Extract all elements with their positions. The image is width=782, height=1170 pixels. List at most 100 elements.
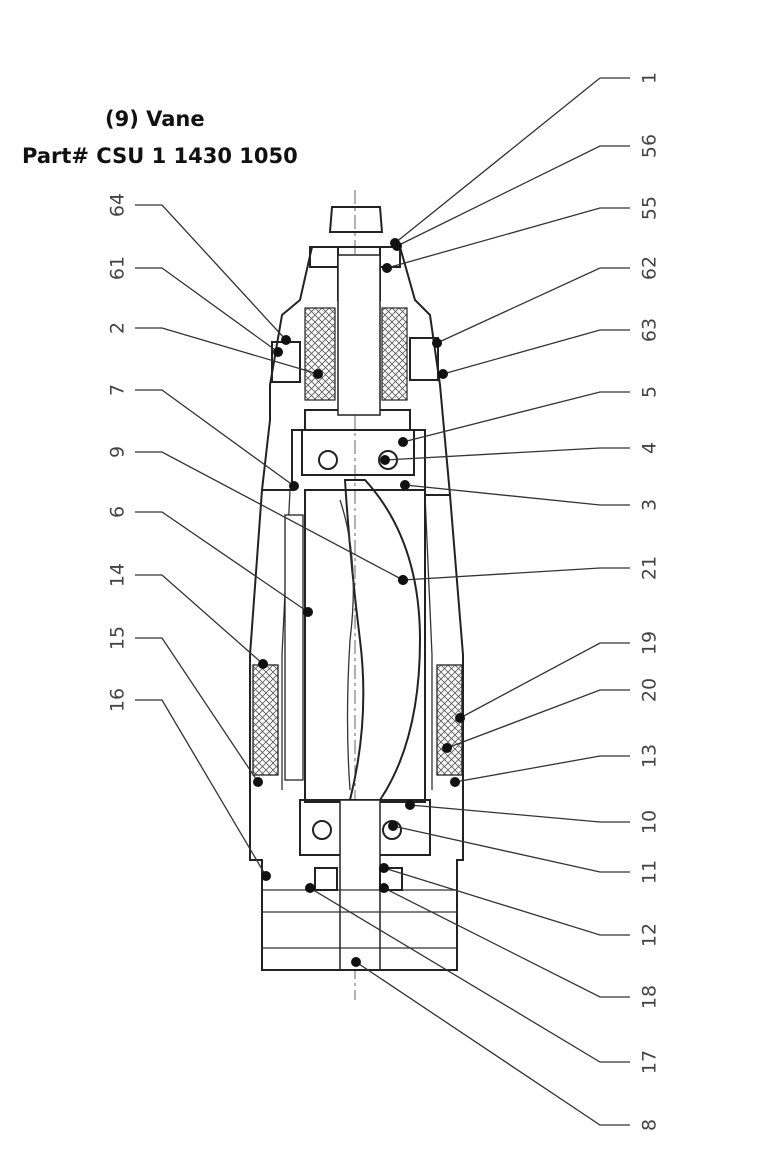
part-number: Part# CSU 1 1430 1050 xyxy=(22,144,298,168)
leader-line-6 xyxy=(135,511,309,613)
callout-dot-55 xyxy=(382,263,392,273)
callout-label-14: 14 xyxy=(107,563,129,587)
leader-line-9 xyxy=(135,451,404,581)
callout-label-11: 11 xyxy=(639,860,661,884)
callout-dot-63 xyxy=(438,369,448,379)
lower-bearing-ball-left xyxy=(312,820,332,840)
callout-dot-11 xyxy=(388,821,398,831)
leader-line-55 xyxy=(386,207,630,269)
callout-label-62: 62 xyxy=(639,256,661,280)
callout-label-15: 15 xyxy=(107,626,129,650)
callout-label-13: 13 xyxy=(639,744,661,768)
callout-dot-18 xyxy=(379,883,389,893)
leader-line-13 xyxy=(454,755,630,783)
leader-line-2 xyxy=(135,327,319,375)
right-pocket xyxy=(381,307,408,401)
leader-line-11 xyxy=(392,825,630,873)
part-title: (9) Vane xyxy=(105,107,205,131)
callout-label-2: 2 xyxy=(107,322,129,334)
leader-line-5 xyxy=(402,391,630,443)
callout-label-16: 16 xyxy=(107,688,129,712)
callout-dot-61 xyxy=(273,347,283,357)
callout-label-10: 10 xyxy=(639,810,661,834)
callout-label-5: 5 xyxy=(639,386,661,398)
upper-bore xyxy=(337,254,381,416)
callout-dots xyxy=(253,238,465,967)
callout-label-6: 6 xyxy=(107,506,129,518)
base-bushing-right xyxy=(379,867,403,891)
top-cap xyxy=(328,206,384,233)
leader-line-3 xyxy=(404,484,630,506)
leader-line-18 xyxy=(383,887,630,998)
callout-dot-14 xyxy=(258,659,268,669)
callout-dot-62 xyxy=(432,338,442,348)
callout-dot-16 xyxy=(261,871,271,881)
leader-line-21 xyxy=(402,567,630,581)
callout-label-63: 63 xyxy=(639,318,661,342)
leader-line-62 xyxy=(436,267,630,344)
rotor xyxy=(343,479,422,801)
leader-line-4 xyxy=(384,447,630,461)
callout-label-18: 18 xyxy=(639,985,661,1009)
callout-label-17: 17 xyxy=(639,1050,661,1074)
upper-bearing-housing xyxy=(301,429,415,476)
callout-label-1: 1 xyxy=(639,72,661,84)
callout-dot-17 xyxy=(305,883,315,893)
callout-dot-56 xyxy=(392,241,402,251)
upper-bearing-ball-left xyxy=(318,450,338,470)
vane xyxy=(339,499,354,791)
callout-dot-8 xyxy=(351,957,361,967)
leader-line-64 xyxy=(135,204,287,341)
left-sleeve xyxy=(284,514,304,781)
leader-line-8 xyxy=(355,961,630,1126)
callout-dot-4 xyxy=(380,455,390,465)
callout-dot-9 xyxy=(398,575,408,585)
lower-bearing-ball-right xyxy=(382,820,402,840)
callout-label-8: 8 xyxy=(639,1119,661,1131)
leader-line-15 xyxy=(135,637,259,783)
callout-label-12: 12 xyxy=(639,923,661,947)
callout-dot-13 xyxy=(450,777,460,787)
leader-line-16 xyxy=(135,699,267,877)
left-pocket xyxy=(304,307,336,401)
leader-line-1 xyxy=(394,77,630,244)
callout-label-56: 56 xyxy=(639,134,661,158)
leader-line-10 xyxy=(409,804,630,823)
right-bolt xyxy=(409,337,439,381)
callout-labels: 1565562635432119201310111218178646127961… xyxy=(107,72,661,1131)
callout-dot-10 xyxy=(405,800,415,810)
callout-leaders xyxy=(135,77,630,1126)
callout-dot-2 xyxy=(313,369,323,379)
left-muffler xyxy=(252,664,279,776)
leader-line-7 xyxy=(135,389,295,487)
lower-shaft xyxy=(339,799,381,971)
callout-dot-19 xyxy=(455,713,465,723)
leader-line-17 xyxy=(309,887,630,1063)
leader-line-63 xyxy=(442,329,630,375)
callout-label-9: 9 xyxy=(107,446,129,458)
upper-bearing-ball-right xyxy=(378,450,398,470)
callout-label-7: 7 xyxy=(107,384,129,396)
callout-dot-5 xyxy=(398,437,408,447)
callout-dot-6 xyxy=(303,607,313,617)
callout-label-4: 4 xyxy=(639,442,661,454)
leader-line-12 xyxy=(383,867,630,936)
callout-dot-20 xyxy=(442,743,452,753)
callout-label-64: 64 xyxy=(107,193,129,217)
callout-dot-15 xyxy=(253,777,263,787)
callout-dot-12 xyxy=(379,863,389,873)
callout-dot-64 xyxy=(281,335,291,345)
base-bushing-left xyxy=(314,867,338,891)
callout-label-3: 3 xyxy=(639,499,661,511)
callout-label-21: 21 xyxy=(639,556,661,580)
callout-label-20: 20 xyxy=(639,678,661,702)
callout-label-61: 61 xyxy=(107,256,129,280)
leader-line-20 xyxy=(446,689,630,749)
leader-line-14 xyxy=(135,574,264,665)
callout-label-19: 19 xyxy=(639,631,661,655)
callout-dot-7 xyxy=(289,481,299,491)
leader-line-61 xyxy=(135,267,279,353)
base-housing xyxy=(249,800,464,971)
leader-line-19 xyxy=(459,642,630,719)
